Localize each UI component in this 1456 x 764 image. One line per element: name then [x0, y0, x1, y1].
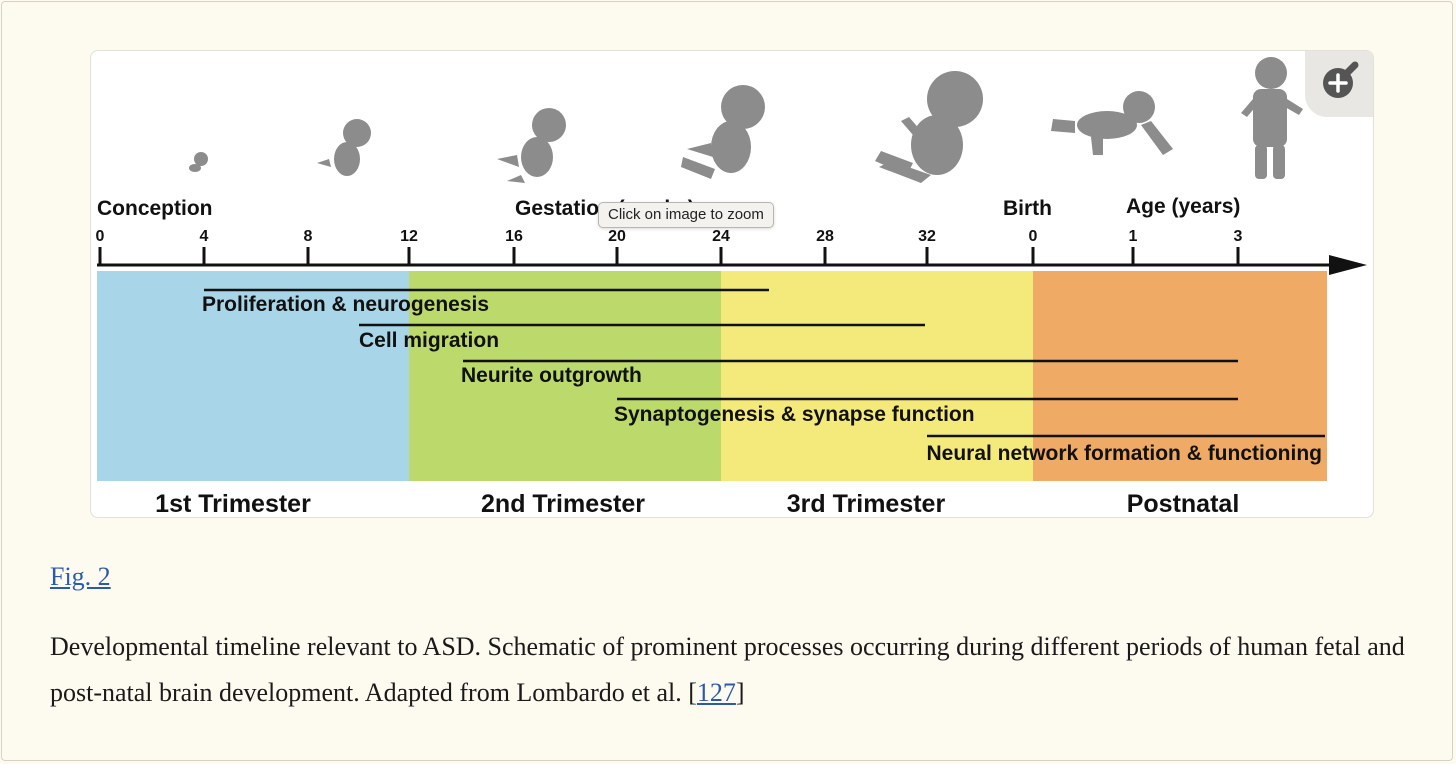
zoom-tooltip: Click on image to zoom	[598, 202, 774, 228]
process-label: Proliferation & neurogenesis	[202, 293, 489, 316]
fetus-16wk-icon	[497, 108, 566, 183]
age-axis-label: Age (years)	[1126, 195, 1240, 218]
timeline-axis	[97, 247, 1341, 267]
conception-label: Conception	[97, 197, 213, 220]
fetus-silhouettes	[189, 57, 1303, 183]
axis-arrowhead-icon	[1329, 255, 1367, 275]
tick-label: 3	[1234, 228, 1243, 245]
tick-label: 16	[505, 228, 523, 245]
tick-label: 24	[712, 228, 730, 245]
developmental-timeline-diagram: Conception Gestation (weeks) Birth Age (…	[96, 57, 1367, 518]
tick-label: 0	[1029, 228, 1038, 245]
tick-label: 28	[816, 228, 834, 245]
period-label: Postnatal	[1127, 490, 1240, 518]
period-band-2nd-trimester	[409, 271, 721, 481]
tick-label: 4	[200, 228, 209, 245]
period-band-3rd-trimester	[721, 271, 1033, 481]
figure-number-link[interactable]: Fig. 2	[50, 562, 111, 591]
period-label: 2nd Trimester	[481, 490, 645, 518]
process-label: Neural network formation & functioning	[926, 442, 1322, 465]
period-band-1st-trimester	[97, 271, 409, 481]
zoom-in-icon	[1323, 61, 1359, 98]
process-label: Synaptogenesis & synapse function	[614, 403, 975, 426]
caption-close-bracket: ]	[735, 678, 745, 707]
process-label: Cell migration	[359, 329, 499, 352]
figure-image[interactable]: Conception Gestation (weeks) Birth Age (…	[90, 50, 1374, 518]
process-lines	[204, 288, 1325, 438]
caption-text: Developmental timeline relevant to ASD. …	[50, 632, 1405, 707]
tick-label: 1	[1129, 228, 1138, 245]
fetus-10wk-icon	[317, 119, 371, 176]
period-label: 1st Trimester	[155, 490, 311, 518]
tick-label: 8	[304, 228, 313, 245]
fetus-4wk-icon	[189, 152, 208, 172]
infant-crawling-icon	[1051, 91, 1173, 155]
toddler-standing-icon	[1241, 57, 1303, 179]
zoom-button[interactable]	[1305, 51, 1373, 117]
period-label: 3rd Trimester	[787, 490, 946, 518]
tick-label: 0	[96, 228, 105, 245]
tick-label: 32	[918, 228, 936, 245]
process-label: Neurite outgrowth	[461, 364, 642, 387]
reference-link[interactable]: 127	[696, 678, 736, 707]
figure-caption: Developmental timeline relevant to ASD. …	[50, 624, 1430, 716]
birth-label: Birth	[1003, 197, 1052, 220]
tick-label: 12	[400, 228, 418, 245]
fetus-32wk-icon	[875, 71, 983, 183]
period-band-postnatal	[1033, 271, 1327, 481]
tick-label: 20	[608, 228, 626, 245]
fetus-24wk-icon	[681, 85, 765, 179]
